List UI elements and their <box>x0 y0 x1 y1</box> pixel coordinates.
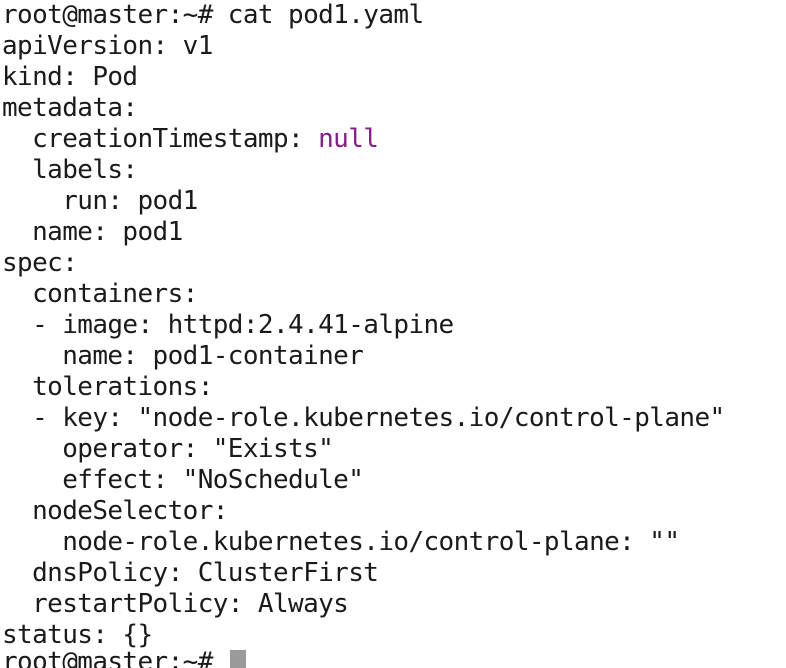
yaml-line-creation-timestamp: creationTimestamp: null <box>2 124 379 155</box>
text-cursor <box>229 650 246 668</box>
prompt-line[interactable]: root@master:~# <box>2 647 246 668</box>
yaml-line-effect: effect: "NoSchedule" <box>2 465 364 495</box>
yaml-line-dnspolicy: dnsPolicy: ClusterFirst <box>2 558 379 588</box>
yaml-key-creation-timestamp: creationTimestamp: <box>2 124 319 154</box>
yaml-line-metadata: metadata: <box>2 93 138 123</box>
yaml-line-apiversion: apiVersion: v1 <box>2 31 213 61</box>
yaml-line-name: name: pod1 <box>2 217 183 247</box>
yaml-line-status: status: {} <box>2 620 153 650</box>
yaml-line-labels: labels: <box>2 155 138 185</box>
yaml-line-nodeselector: nodeSelector: <box>2 496 228 526</box>
yaml-line-operator: operator: "Exists" <box>2 434 334 464</box>
yaml-line-toleration-key: - key: "node-role.kubernetes.io/control-… <box>2 403 725 433</box>
yaml-line-tolerations: tolerations: <box>2 372 213 402</box>
yaml-null-value: null <box>318 124 379 154</box>
yaml-line-kind: kind: Pod <box>2 62 138 92</box>
yaml-line-container-name: name: pod1-container <box>2 341 364 371</box>
yaml-line-image: - image: httpd:2.4.41-alpine <box>2 310 454 340</box>
yaml-line-restartpolicy: restartPolicy: Always <box>2 589 349 619</box>
yaml-line-nodeselector-label: node-role.kubernetes.io/control-plane: "… <box>2 527 680 557</box>
yaml-line-run: run: pod1 <box>2 186 198 216</box>
command-line: root@master:~# cat pod1.yaml <box>2 0 424 30</box>
shell-prompt: root@master:~# <box>2 647 228 668</box>
yaml-line-spec: spec: <box>2 248 78 278</box>
yaml-line-containers: containers: <box>2 279 198 309</box>
